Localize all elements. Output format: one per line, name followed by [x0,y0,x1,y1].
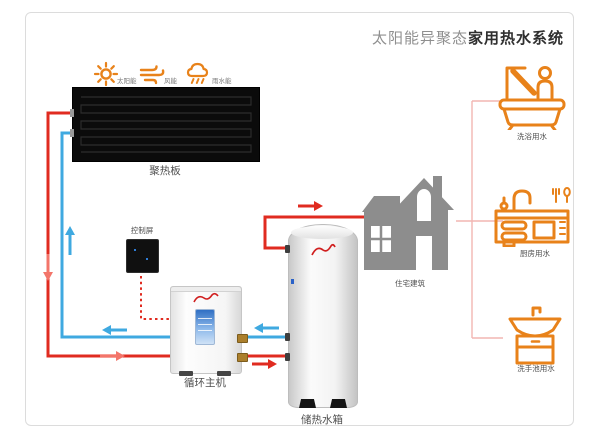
wind-label: 风能 [164,77,177,85]
house-arched-window [417,189,431,221]
hot-flow-right-arrow-bottom [100,351,125,361]
house-chimney [433,176,442,198]
cold-flow-left-arrow-bottom [102,325,127,335]
house-annex-window [371,226,391,252]
flow-arrows [43,201,323,369]
collector-coil-pattern [80,96,252,153]
host-unit [170,286,248,376]
wind-icon [139,65,165,85]
kitchen-sink-icon [494,187,571,248]
host-foot [179,371,193,376]
house-door [416,236,432,270]
energy-label-sticker [195,309,215,345]
house-label: 住宅建筑 [395,279,425,288]
fixture-kitchen-label: 厨房用水 [520,249,550,258]
collector-panel-label: 聚热板 [149,165,181,177]
screen-pixel [134,249,136,251]
house-icon [362,176,454,270]
fixture-bathing-label: 洗浴用水 [517,132,547,141]
fixture-washbasin [502,303,568,369]
hot-flow-right-arrow-tank [252,359,277,369]
house-annex-roof [362,196,400,212]
tank-foot [299,399,316,408]
sun-label: 太阳能 [117,77,137,85]
bathtub-icon [498,66,566,132]
tank-foot [330,399,347,408]
cold-pipe-host-to-panel [60,131,172,339]
branch-pipe-house-to-fixtures [456,100,503,339]
brand-logo-icon [193,292,219,303]
fixture-kitchen [494,185,574,251]
control-screen [126,239,159,273]
brand-logo-icon [311,243,336,256]
control-screen-label: 控制屏 [130,226,154,235]
storage-tank [285,224,358,408]
tank-gauge-mark [291,279,294,284]
panel-hot-port [70,109,74,117]
collector-panel [70,87,260,162]
hot-pipe-tank-to-house [263,215,368,250]
fixture-bathing [496,60,568,134]
title-prefix: 太阳能异聚态 [371,29,468,47]
panel-cold-port [70,129,74,137]
title-main: 家用热水系统 [467,29,564,47]
host-top-cap [171,287,241,292]
hot-flow-down-arrow [43,254,53,281]
host-hot-fitting [237,353,248,362]
host-foot [217,371,231,376]
tank-hot-out-port [285,245,290,253]
tank-top [291,226,353,239]
frame-border [25,12,574,426]
cold-flow-left-arrow-tank [254,323,279,333]
screen-pixel [146,258,148,260]
tank-cold-out-port [285,333,290,341]
control-wire-dotted [140,276,172,320]
host-unit-label: 循环主机 [184,377,226,389]
cold-flow-up-arrow [65,226,75,255]
sun-icon [93,61,119,87]
host-cold-fitting [237,334,248,343]
hot-flow-right-arrow-house [298,201,323,211]
washbasin-icon [508,306,562,365]
fixture-washbasin-label: 洗手池用水 [517,364,555,373]
rain-label: 雨水能 [212,77,232,85]
page-title: 太阳能异聚态家用热水系统 [372,27,564,48]
branch-pipes [456,100,503,339]
storage-tank-label: 储热水箱 [301,414,343,426]
rain-icon [186,62,209,84]
tank-hot-in-port [285,353,290,361]
